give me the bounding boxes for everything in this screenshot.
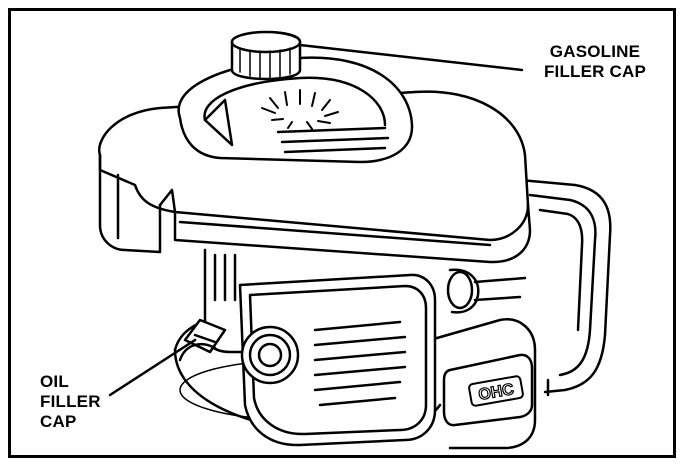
starter-cover <box>238 273 437 447</box>
oil-label-line1: OIL <box>40 372 69 391</box>
air-cleaner-cover <box>177 56 414 164</box>
gasoline-filler-cap-icon <box>230 30 302 81</box>
gasoline-label-line1: GASOLINE <box>549 42 641 61</box>
fuel-tank <box>518 178 612 397</box>
oil-label-line3: CAP <box>40 412 77 431</box>
oil-filler-cap-icon <box>178 318 227 362</box>
ohc-cover <box>428 318 537 450</box>
oil-label-line2: FILLER <box>40 392 101 411</box>
gasoline-filler-cap-label: GASOLINE FILLER CAP <box>520 42 670 82</box>
gasoline-label-line2: FILLER CAP <box>543 62 647 81</box>
gasoline-leader-line <box>298 43 524 72</box>
oil-leader-line <box>108 338 197 397</box>
oil-filler-cap-label: OIL FILLER CAP <box>40 372 101 432</box>
